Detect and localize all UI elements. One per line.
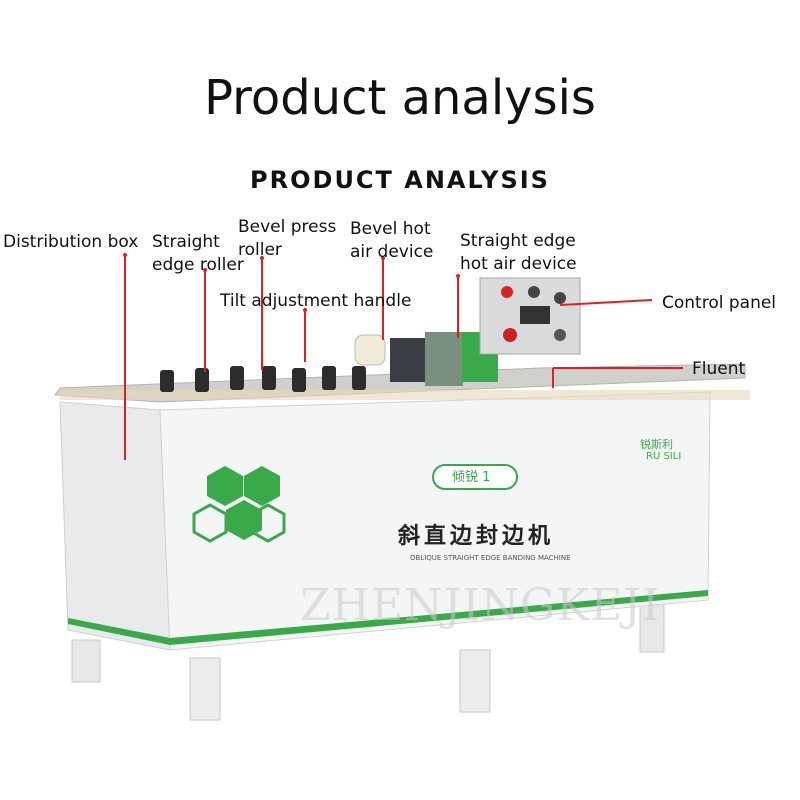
- label-straight-hot-air-1: Straight edge: [460, 231, 576, 251]
- green-frame: [425, 332, 463, 386]
- label-fluent: Fluent: [692, 359, 746, 379]
- conveyor: [60, 390, 750, 400]
- body-end: [59, 401, 171, 651]
- label-straight-hot-air-2: hot air device: [460, 254, 577, 274]
- label-control-panel: Control panel: [662, 293, 777, 313]
- label-tilt-adjustment-handle: Tilt adjustment handle: [220, 291, 412, 311]
- label-straight-edge-roller-2: edge roller: [152, 255, 244, 275]
- bevel-hot-air-body: [354, 334, 386, 366]
- label-bevel-press-roller-2: roller: [238, 240, 282, 260]
- roller-handles: [160, 366, 366, 392]
- page-title: Product analysis: [204, 70, 596, 126]
- brand-cn: 锐斯利: [640, 438, 673, 451]
- label-straight-edge-roller-1: Straight: [152, 232, 220, 252]
- pointer-lines: [124, 255, 683, 460]
- label-bevel-hot-air-1: Bevel hot: [350, 219, 431, 239]
- leg-left: [71, 639, 101, 683]
- leg-front-left: [189, 657, 221, 721]
- leg-front-right: [459, 649, 491, 713]
- brand-en: RU SILI: [646, 451, 682, 462]
- hot-air-gun: [390, 338, 426, 382]
- machine-name-cn: 斜直边封边机: [398, 524, 555, 549]
- model-badge: 倾锐 1: [452, 470, 491, 485]
- machine-name-en: OBLIQUE STRAIGHT EDGE BANDING MACHINE: [410, 554, 571, 562]
- label-distribution-box: Distribution box: [3, 232, 139, 252]
- label-bevel-press-roller-1: Bevel press: [238, 217, 337, 237]
- page-subtitle: PRODUCT ANALYSIS: [250, 166, 550, 194]
- label-bevel-hot-air-2: air device: [350, 242, 434, 262]
- model-badge-frame: [432, 464, 518, 490]
- watermark: ZHENJINGKEJI: [300, 580, 661, 631]
